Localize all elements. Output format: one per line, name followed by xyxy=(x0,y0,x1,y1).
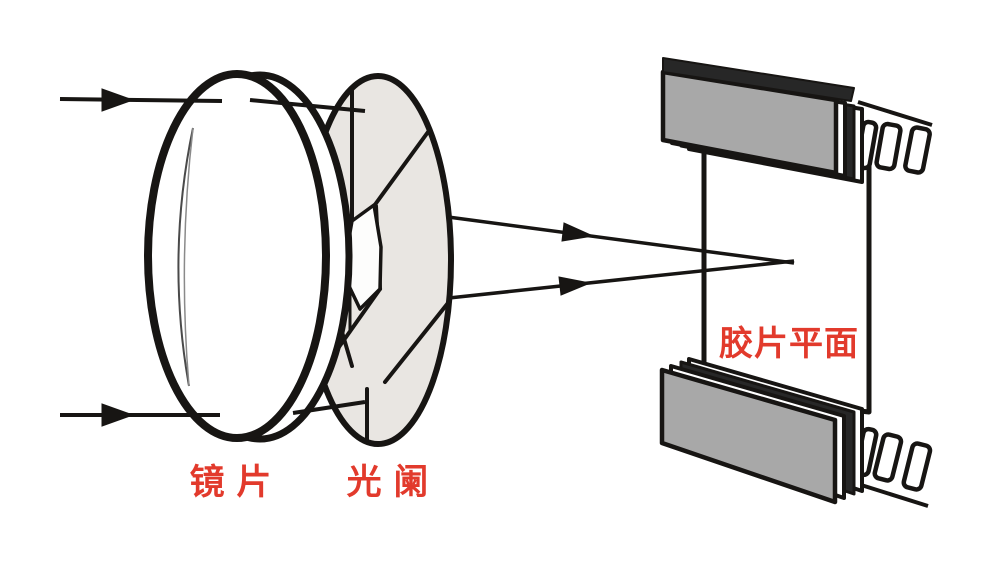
sprocket-hole xyxy=(872,432,904,483)
refracted-ray-top xyxy=(249,98,366,113)
converging-ray-bottom xyxy=(448,259,795,300)
lens xyxy=(144,70,353,443)
aperture-opening xyxy=(347,203,383,311)
film-holder-bottom xyxy=(659,357,864,505)
converging-ray-top xyxy=(447,215,795,265)
light-rays xyxy=(59,88,795,427)
film-holder-top xyxy=(660,57,864,184)
holder-front-face xyxy=(659,367,838,505)
film-strip-top xyxy=(854,100,933,175)
aperture-blade-line xyxy=(372,130,430,208)
refracted-ray-bottom xyxy=(292,400,366,415)
arrowhead xyxy=(101,403,135,427)
lens-highlight xyxy=(183,127,194,387)
holder-top-slab xyxy=(662,57,855,102)
aperture-blade-line xyxy=(383,301,450,384)
arrowhead xyxy=(561,222,595,242)
film-edge-top xyxy=(857,100,933,127)
lens-front-ellipse xyxy=(144,70,330,442)
sprocket-hole xyxy=(903,125,932,175)
sprocket-hole xyxy=(874,121,903,172)
aperture-label: 光 阑 xyxy=(346,463,430,502)
arrowhead xyxy=(101,88,135,112)
sprocket-hole xyxy=(901,441,933,492)
film-edge-bottom xyxy=(857,482,929,508)
lens-highlight xyxy=(177,127,194,387)
film-strip-bottom xyxy=(853,426,933,508)
lens-label: 镜 片 xyxy=(189,463,273,502)
film-plane-label: 胶片平面 xyxy=(719,325,859,363)
aperture-disc xyxy=(302,73,454,447)
arrowhead xyxy=(558,276,592,296)
incoming-ray-top xyxy=(59,97,223,103)
